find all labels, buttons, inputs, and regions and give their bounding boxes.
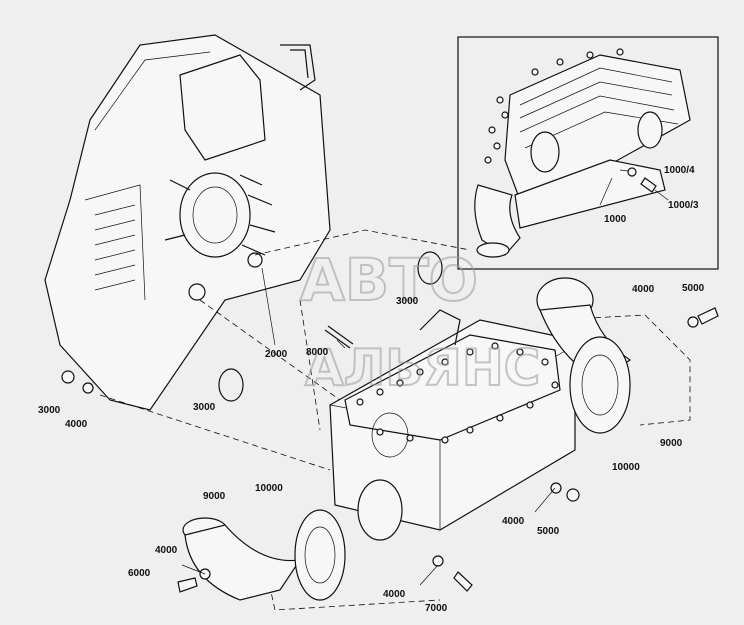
label-1000: 1000 xyxy=(604,214,627,225)
nut-icon xyxy=(566,488,580,502)
label-4000: 4000 xyxy=(155,545,178,556)
stud-icon xyxy=(324,329,351,349)
label-8000: 8000 xyxy=(306,347,329,358)
label-3000: 3000 xyxy=(38,405,61,416)
label-5000: 5000 xyxy=(682,283,705,294)
studs xyxy=(164,174,276,256)
watermark: АВТО АЛЬЯНС xyxy=(299,245,541,398)
leader-lines xyxy=(181,267,556,586)
part-labels: 1000 1000/4 1000/3 4000 5000 3000 2000 8… xyxy=(38,165,705,614)
svg-text:АЛЬЯНС: АЛЬЯНС xyxy=(305,339,540,397)
cover-bolts xyxy=(356,342,559,444)
inset-bolts xyxy=(484,48,624,164)
label-3000: 3000 xyxy=(396,296,419,307)
washer-icon xyxy=(687,316,699,328)
label-7000: 7000 xyxy=(425,603,448,614)
transmission-housing xyxy=(44,34,443,411)
label-10000: 10000 xyxy=(255,483,283,494)
nut-icon xyxy=(61,370,75,384)
label-4000: 4000 xyxy=(383,589,406,600)
bolt-icon xyxy=(453,571,473,592)
bolt-icon xyxy=(697,307,719,325)
svg-text:АВТО: АВТО xyxy=(300,246,478,314)
right-elbow-pipe xyxy=(536,277,719,434)
label-6000: 6000 xyxy=(128,568,151,579)
label-1000-4: 1000/4 xyxy=(664,165,695,176)
o-ring-icon xyxy=(218,368,244,402)
left-elbow-pipe xyxy=(177,482,580,601)
inset-panel xyxy=(457,36,719,270)
label-2000: 2000 xyxy=(265,349,288,360)
washer-icon xyxy=(82,382,94,394)
washer-icon xyxy=(432,555,444,567)
label-4000: 4000 xyxy=(65,419,88,430)
label-9000: 9000 xyxy=(660,438,683,449)
label-5000: 5000 xyxy=(537,526,560,537)
washer-icon xyxy=(550,482,562,494)
label-10000: 10000 xyxy=(612,462,640,473)
washer-icon xyxy=(627,167,637,177)
retarder-unit xyxy=(329,309,576,541)
o-ring-icon xyxy=(417,251,443,285)
label-3000: 3000 xyxy=(193,402,216,413)
bolt-icon xyxy=(177,577,198,593)
bolt-icon xyxy=(640,177,657,193)
label-1000-3: 1000/3 xyxy=(668,200,699,211)
label-4000: 4000 xyxy=(632,284,655,295)
label-9000: 9000 xyxy=(203,491,226,502)
label-4000: 4000 xyxy=(502,516,525,527)
